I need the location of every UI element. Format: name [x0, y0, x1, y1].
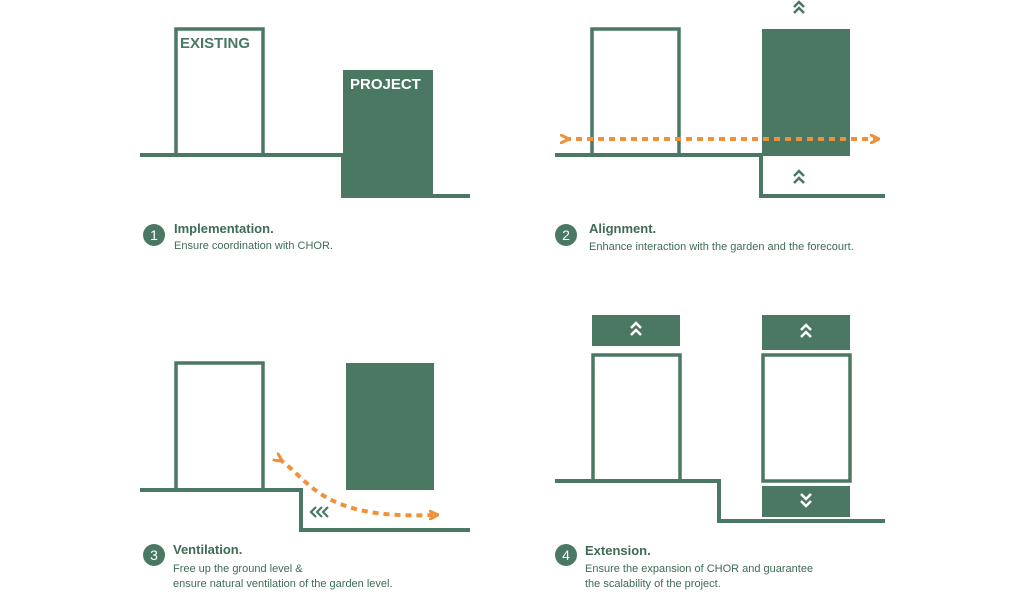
step-title: Implementation. [174, 221, 274, 236]
ground-line [555, 153, 885, 198]
step-number: 2 [562, 227, 570, 243]
project-building [761, 353, 852, 483]
panel-3-ventilation: 3 Ventilation. Free up the ground level … [140, 361, 470, 590]
panel-4-extension: 4 Extension. Ensure the expansion of CHO… [555, 315, 885, 590]
project-basement-block [762, 486, 850, 517]
existing-building [174, 27, 265, 157]
project-building [762, 29, 850, 156]
step-number-badge [143, 544, 165, 566]
step-description: ensure natural ventilation of the garden… [173, 578, 393, 590]
project-label: PROJECT [350, 76, 421, 93]
project-building [343, 70, 433, 196]
step-title: Extension. [585, 543, 651, 558]
existing-building [590, 27, 681, 157]
step-number: 4 [562, 547, 570, 563]
double-chevron-up-icon [793, 0, 805, 14]
step-description: Enhance interaction with the garden and … [589, 241, 854, 253]
panel-2-alignment: 2 Alignment. Enhance interaction with th… [555, 0, 885, 253]
triple-chevron-left-icon [309, 506, 329, 518]
step-number-badge [555, 544, 577, 566]
step-number-badge [555, 224, 577, 246]
double-chevron-up-icon [800, 323, 812, 338]
step-number: 1 [150, 227, 158, 243]
step-description: Free up the ground level & [173, 563, 303, 575]
ground-line [140, 488, 470, 532]
double-chevron-up-icon [793, 169, 805, 184]
orange-dotted-curved-arrow-icon [279, 459, 434, 515]
step-title: Ventilation. [173, 542, 242, 557]
step-description: Ensure coordination with CHOR. [174, 240, 333, 252]
existing-label: EXISTING [180, 35, 250, 52]
panel-1-implementation: EXISTING PROJECT 1 Implementation. Ensur… [140, 27, 470, 252]
existing-building [174, 361, 265, 492]
double-chevron-up-icon [630, 321, 642, 336]
double-chevron-down-icon [800, 493, 812, 508]
step-title: Alignment. [589, 221, 656, 236]
step-description: Ensure the expansion of CHOR and guarant… [585, 563, 813, 575]
step-number: 3 [150, 547, 158, 563]
step-description: the scalability of the project. [585, 578, 721, 590]
project-building [346, 363, 434, 490]
existing-building [591, 353, 682, 483]
step-number-badge [143, 224, 165, 246]
